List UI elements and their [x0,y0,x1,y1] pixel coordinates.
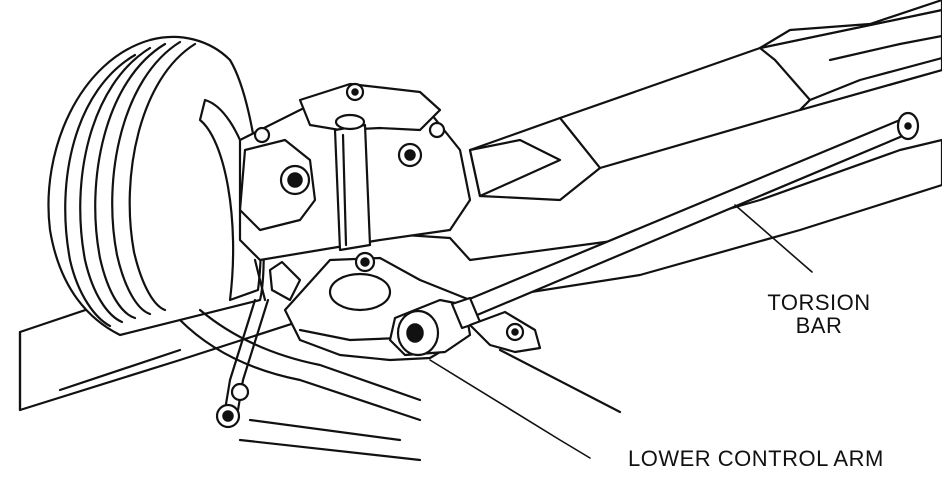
leader-lines [429,204,813,459]
torsion-bar-label: TORSION BAR [757,291,881,337]
torsion-bar-leader [734,204,813,273]
lower-frame [178,308,422,462]
frame-rail-upper [558,0,942,170]
bracket [468,310,622,414]
torsion-bar-label-line2: BAR [795,313,843,339]
torsion-bar-label-line1: TORSION [767,290,871,315]
lower-control-arm-leader [429,359,591,459]
shock-absorber [333,113,372,252]
tire [47,35,265,337]
torsion-bar [450,111,920,330]
lower-control-arm [283,251,472,362]
stabilizer-link [215,258,302,429]
lower-control-arm-label: LOWER CONTROL ARM [628,446,884,471]
